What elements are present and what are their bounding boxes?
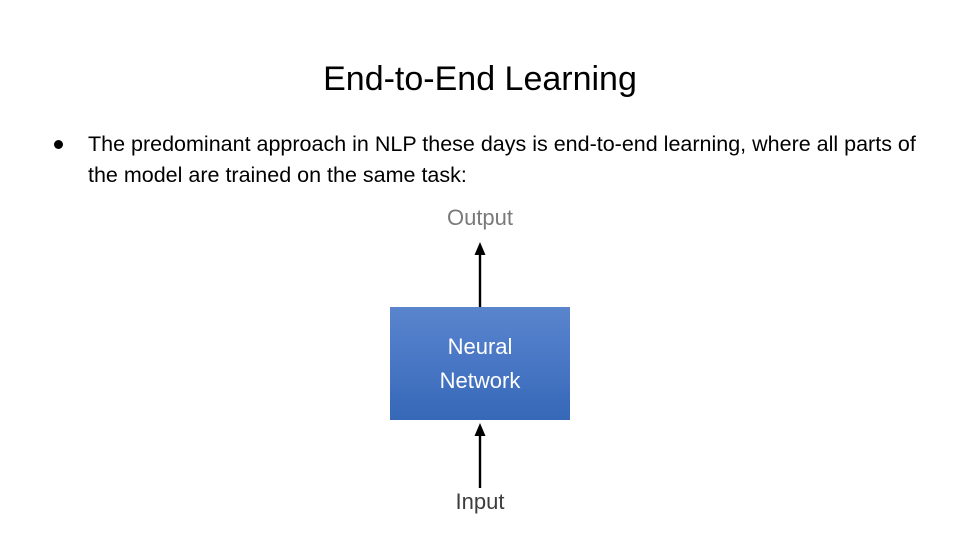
end-to-end-diagram: Output Neural Network Input [330,200,630,525]
bullet-list: The predominant approach in NLP these da… [48,129,916,191]
input-label: Input [455,489,505,514]
bullet-text: The predominant approach in NLP these da… [88,132,916,187]
neural-network-box: Neural Network [390,307,570,420]
page-title: End-to-End Learning [323,60,637,98]
arrow-up-svg-input [474,423,486,488]
arrow-up-icon-input [330,422,630,488]
output-label: Output [446,205,514,230]
neural-network-line-1: Neural [447,333,513,359]
arrow-up-icon-output [330,241,630,307]
neural-network-box-label: Neural Network [390,307,570,420]
bullet-dot-icon [54,140,63,149]
list-item: The predominant approach in NLP these da… [48,129,916,191]
arrow-up-svg-output [474,242,486,307]
neural-network-line-2: Network [439,367,521,393]
